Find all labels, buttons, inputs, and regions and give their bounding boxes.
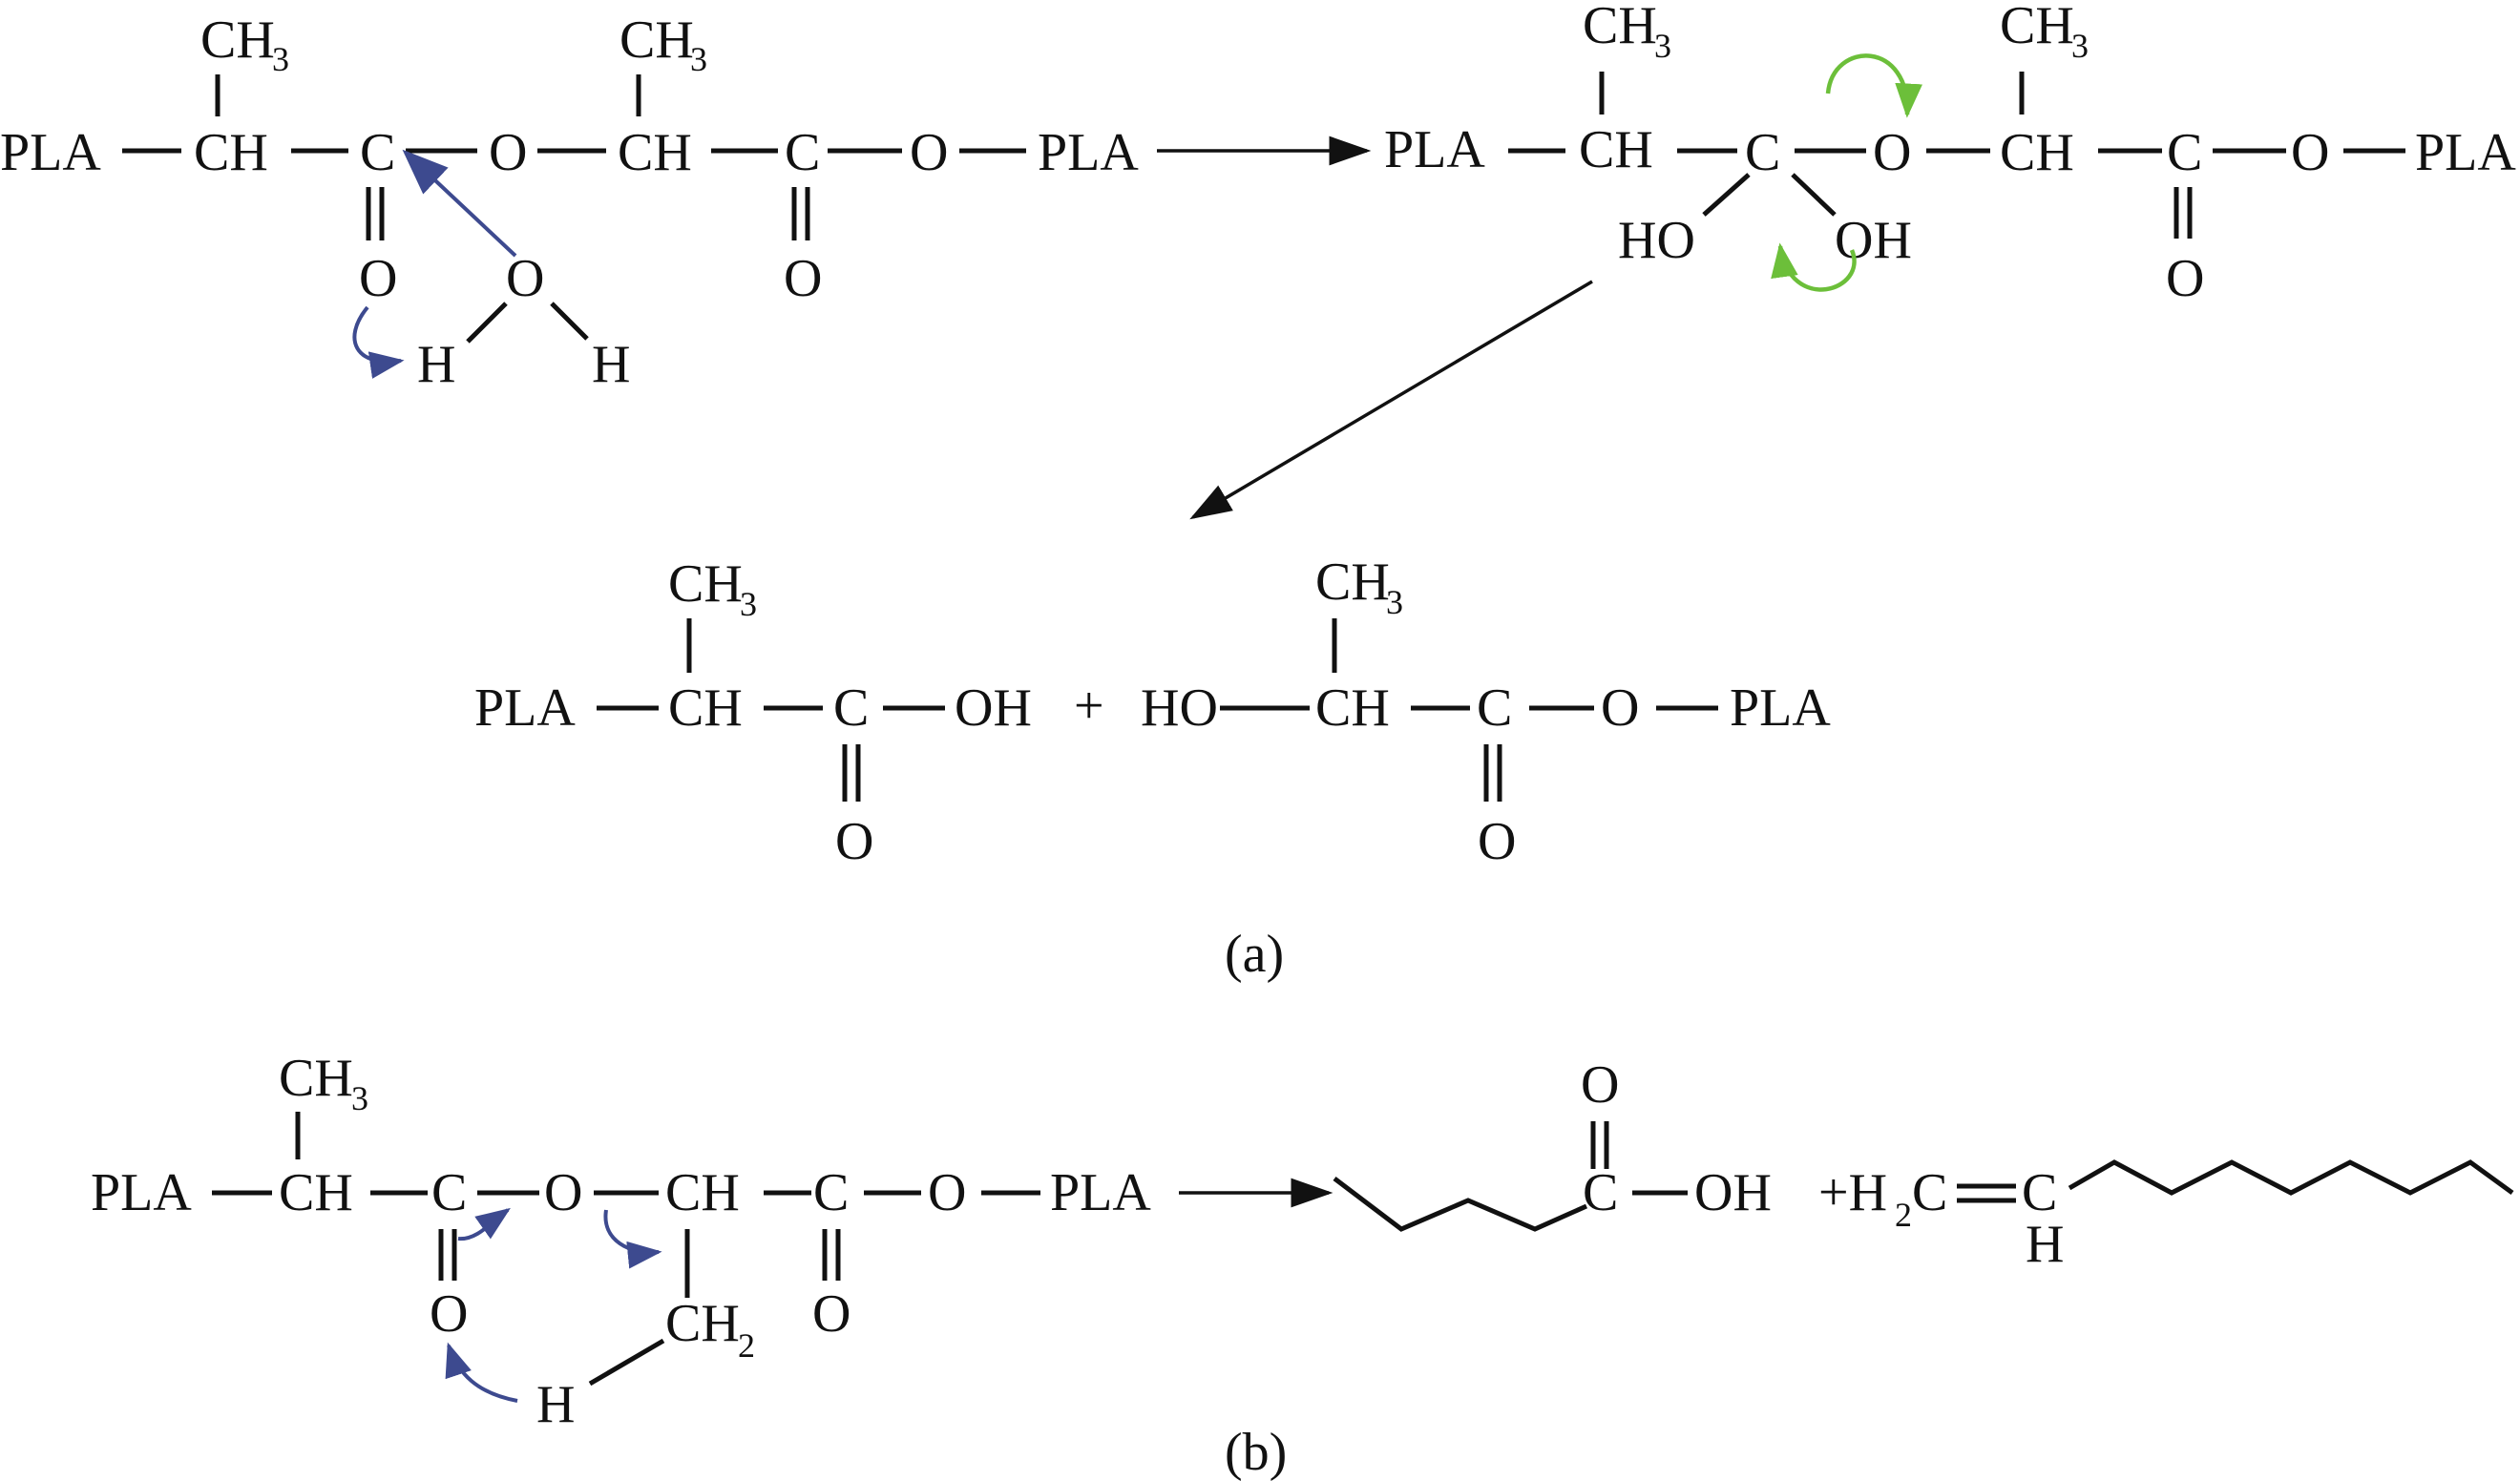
- caption-a: (a): [1225, 925, 1284, 984]
- ch-label: CH: [668, 678, 743, 738]
- pla-label: PLA: [1038, 123, 1139, 182]
- ester-o: O: [544, 1163, 582, 1222]
- carbonyl-o: O: [359, 249, 397, 308]
- pla-label: PLA: [1384, 120, 1485, 179]
- ch-label: CH: [668, 554, 743, 614]
- subscript: 3: [1386, 583, 1403, 621]
- electron-shift-arrow: [1825, 53, 1923, 118]
- ch-label: CH: [200, 10, 275, 70]
- ch-label: CH: [665, 1163, 740, 1222]
- pla-label: PLA: [1050, 1163, 1151, 1222]
- pla-label: PLA: [474, 678, 576, 738]
- carbonyl-o: O: [835, 812, 873, 871]
- subscript: 2: [738, 1326, 755, 1365]
- hydroxyl-label: HO: [1618, 211, 1695, 270]
- subscript: 3: [1654, 27, 1671, 65]
- carbonyl-c: C: [813, 1163, 849, 1222]
- ch-label: CH: [194, 123, 268, 182]
- carbonyl-o: O: [1478, 812, 1516, 871]
- beta-h: H: [536, 1375, 575, 1434]
- electron-shift-arrow: [603, 1209, 662, 1269]
- plus-sign: +: [1074, 677, 1104, 736]
- ch-label: CH: [279, 1049, 353, 1108]
- plus-h-label: +H: [1818, 1163, 1887, 1222]
- caption-b: (b): [1225, 1423, 1287, 1481]
- hydroxyl-label: OH: [955, 678, 1032, 738]
- pla-label: PLA: [0, 123, 101, 182]
- products-a: PLA CH CH 3 C O OH + HO CH CH 3 C O O PL…: [474, 553, 1831, 871]
- subscript: 2: [1895, 1196, 1912, 1234]
- water-o: O: [506, 249, 544, 308]
- ch-label: CH: [620, 10, 694, 70]
- carbonyl-o: O: [1581, 1055, 1619, 1115]
- ester-o: O: [928, 1163, 966, 1222]
- pla-label: PLA: [1730, 678, 1831, 738]
- ester-o: O: [2291, 123, 2329, 182]
- ch-label: CH: [1583, 0, 1657, 55]
- subscript: 3: [740, 585, 757, 623]
- ester-o: O: [1873, 123, 1911, 182]
- ch-label: CH: [1315, 678, 1390, 738]
- tetrahedral-c: C: [1745, 123, 1780, 182]
- alkene-c: C: [2022, 1163, 2057, 1222]
- carbonyl-c: C: [1477, 678, 1512, 738]
- ch-label: CH: [1579, 120, 1653, 179]
- ester-o: O: [1601, 678, 1639, 738]
- carbonyl-c: C: [431, 1163, 467, 1222]
- carbonyl-c: C: [2167, 123, 2202, 182]
- vinyl-h: H: [2026, 1215, 2064, 1274]
- products-b: C O OH +H 2 C C H: [1333, 1055, 2514, 1274]
- ch-label: CH: [2000, 0, 2074, 55]
- electron-shift-arrow: [1771, 242, 1857, 292]
- alkene-c: C: [1912, 1163, 1947, 1222]
- carbonyl-o: O: [812, 1284, 850, 1344]
- hydroxyl-label: OH: [1694, 1163, 1772, 1222]
- subscript: 3: [272, 40, 289, 78]
- ester-o: O: [489, 123, 527, 182]
- ch-label: CH: [2000, 123, 2074, 182]
- hydroxyl-label: OH: [1835, 211, 1912, 270]
- attack-arrow: [402, 149, 517, 258]
- pla-label: PLA: [91, 1163, 192, 1222]
- intermediate-a: PLA CH CH 3 C O CH CH 3 C O O PLA HO OH: [1384, 0, 2516, 308]
- ch-label: CH: [618, 123, 692, 182]
- reactant-b: PLA CH CH 3 C O O CH CH 2 H C O O PLA: [91, 1049, 1151, 1434]
- water-h: H: [417, 335, 455, 394]
- carbonyl-o: O: [430, 1284, 468, 1344]
- proton-shift-arrow: [352, 305, 405, 379]
- pla-label: PLA: [2415, 123, 2516, 182]
- proton-transfer-arrow: [445, 1342, 518, 1403]
- subscript: 3: [690, 40, 707, 78]
- hydroxyl-label: HO: [1141, 678, 1218, 738]
- alkyl-chain: [1333, 1177, 1588, 1232]
- water-h: H: [592, 335, 630, 394]
- carbonyl-o: O: [784, 249, 822, 308]
- reaction-arrow: [1189, 280, 1593, 520]
- subscript: 3: [2071, 27, 2089, 65]
- carbonyl-c: C: [785, 123, 820, 182]
- carbonyl-c: C: [1583, 1163, 1618, 1222]
- carbonyl-c: C: [833, 678, 869, 738]
- carbonyl-c: C: [360, 123, 395, 182]
- ch-label: CH: [1315, 553, 1390, 612]
- subscript: 3: [351, 1079, 368, 1117]
- alkyl-chain: [2068, 1159, 2514, 1196]
- ch-label: CH: [665, 1294, 740, 1353]
- reactant-a: PLA CH CH 3 C O O CH CH 3 C O O PLA O H …: [0, 10, 1139, 394]
- ch-label: CH: [279, 1163, 353, 1222]
- electron-shift-arrow: [457, 1207, 511, 1241]
- carbonyl-o: O: [2166, 249, 2204, 308]
- ester-o: O: [910, 123, 948, 182]
